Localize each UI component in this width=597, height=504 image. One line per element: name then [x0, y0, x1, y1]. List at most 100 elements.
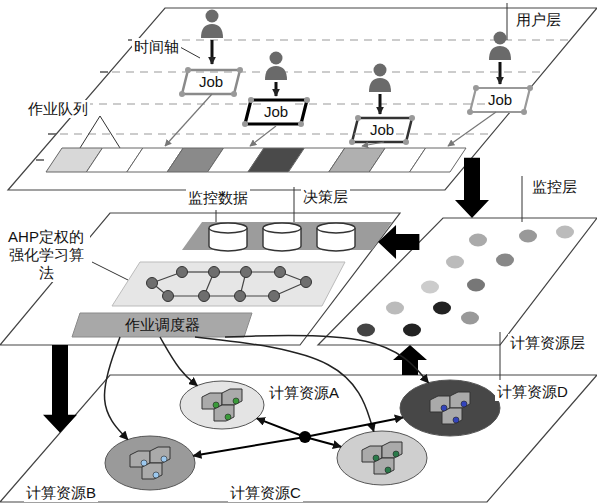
job-box: Job [470, 88, 530, 112]
cylinder-top [209, 223, 247, 233]
node-label: 计算资源C [228, 484, 303, 502]
submit-arrow [275, 82, 278, 96]
tick [48, 133, 56, 135]
text-holder: Job [182, 70, 240, 94]
corner-dot [231, 91, 237, 97]
job-box: Job [245, 100, 307, 124]
resource-outline [337, 431, 427, 485]
submit-arrow [499, 62, 502, 84]
resource-ellipse: 计算资源B [105, 436, 195, 490]
resource-ellipse: 计算资源C [337, 431, 427, 485]
graph-state [275, 267, 286, 278]
resource-outline [400, 380, 500, 436]
data-cylinder [209, 223, 247, 251]
scheduler-label: 作业调度器 [125, 316, 200, 334]
graph-state [269, 291, 280, 302]
leader-line [500, 332, 501, 380]
server-box [150, 447, 170, 463]
data-cylinder [317, 223, 355, 251]
corner-dot [185, 67, 191, 73]
tick [36, 159, 44, 161]
job-box: Job [352, 118, 412, 142]
node-label: 用户层 [514, 11, 563, 29]
text-holder: 计算资源A [267, 384, 341, 402]
corner-dot [248, 97, 254, 103]
layer-plane: 计算资源A计算资源D计算资源B计算资源C计算资源层 [0, 375, 597, 503]
node-label: 计算资源层 [508, 334, 587, 352]
server-box [222, 389, 242, 405]
graph-state [209, 267, 220, 278]
monitor-point [556, 226, 574, 239]
server-light [153, 472, 159, 478]
graph-state [147, 278, 158, 289]
monitor-point [403, 324, 421, 337]
tick [100, 71, 108, 73]
flow-arrow [43, 345, 77, 433]
monitor-point [467, 279, 485, 292]
layer-plane: 监控层 [318, 218, 597, 346]
algorithm-plane [112, 262, 345, 306]
server-light [225, 414, 231, 420]
corner-dot [298, 121, 304, 127]
server-light [385, 467, 391, 473]
monitor-point [519, 230, 537, 243]
node-shape [180, 381, 264, 429]
node-shape [318, 218, 597, 346]
user-head [206, 10, 219, 23]
text-holder: 用户层 [514, 11, 563, 29]
monitor-point [496, 254, 514, 267]
corner-dot [355, 115, 361, 121]
node-outline [182, 70, 240, 94]
annotation-label: 时间轴 [132, 38, 181, 56]
job-label: Job [262, 103, 290, 121]
graph-state [177, 267, 188, 278]
leader-line [294, 187, 295, 224]
corner-dot [403, 139, 409, 145]
annotation-label: 作业队列 [26, 100, 90, 118]
cylinder-top [317, 223, 355, 233]
text-holder: Job [245, 100, 307, 124]
server-light [393, 451, 399, 457]
label-holder: 监控数据 [186, 189, 250, 207]
corner-dot [467, 109, 473, 115]
node-label: 决策层 [301, 188, 350, 206]
server-box [382, 442, 402, 458]
node-outline [470, 88, 530, 112]
text-holder: 计算资源C [228, 484, 303, 502]
text-holder: 计算资源B [24, 484, 98, 502]
submit-arrow [211, 40, 214, 64]
text-holder: 决策层 [301, 188, 350, 206]
server-box [450, 392, 470, 408]
data-band [182, 222, 392, 250]
job-label: Job [197, 73, 225, 91]
corner-dot [349, 139, 355, 145]
cylinder-top [263, 223, 301, 233]
server-light [373, 455, 379, 461]
server-light [233, 398, 239, 404]
corner-dot [473, 85, 479, 91]
label-holder: AHP定权的强化学习算法 [2, 228, 90, 282]
submit-arrow [379, 94, 382, 114]
node-outline [0, 213, 400, 345]
text-holder: 作业调度器 [72, 313, 252, 337]
scheduler-band: 作业调度器 [72, 313, 252, 337]
monitor-point [433, 302, 451, 315]
annotation-label: AHP定权的强化学习算法 [2, 228, 90, 282]
node-shape [105, 436, 195, 490]
graph-state [301, 277, 312, 288]
graph-state [241, 267, 252, 278]
server-light [441, 405, 447, 411]
server-light [461, 401, 467, 407]
node-outline [352, 118, 412, 142]
data-cylinder [263, 223, 301, 251]
leader-line [507, 3, 508, 40]
corner-dot [304, 97, 310, 103]
monitor-point [386, 302, 404, 315]
user-head [494, 32, 507, 45]
label-holder: 作业队列 [26, 100, 90, 118]
text-holder: Job [470, 88, 530, 112]
server-light [161, 456, 167, 462]
flow-arrow [393, 345, 427, 375]
resource-ellipse: 计算资源A [180, 381, 264, 429]
